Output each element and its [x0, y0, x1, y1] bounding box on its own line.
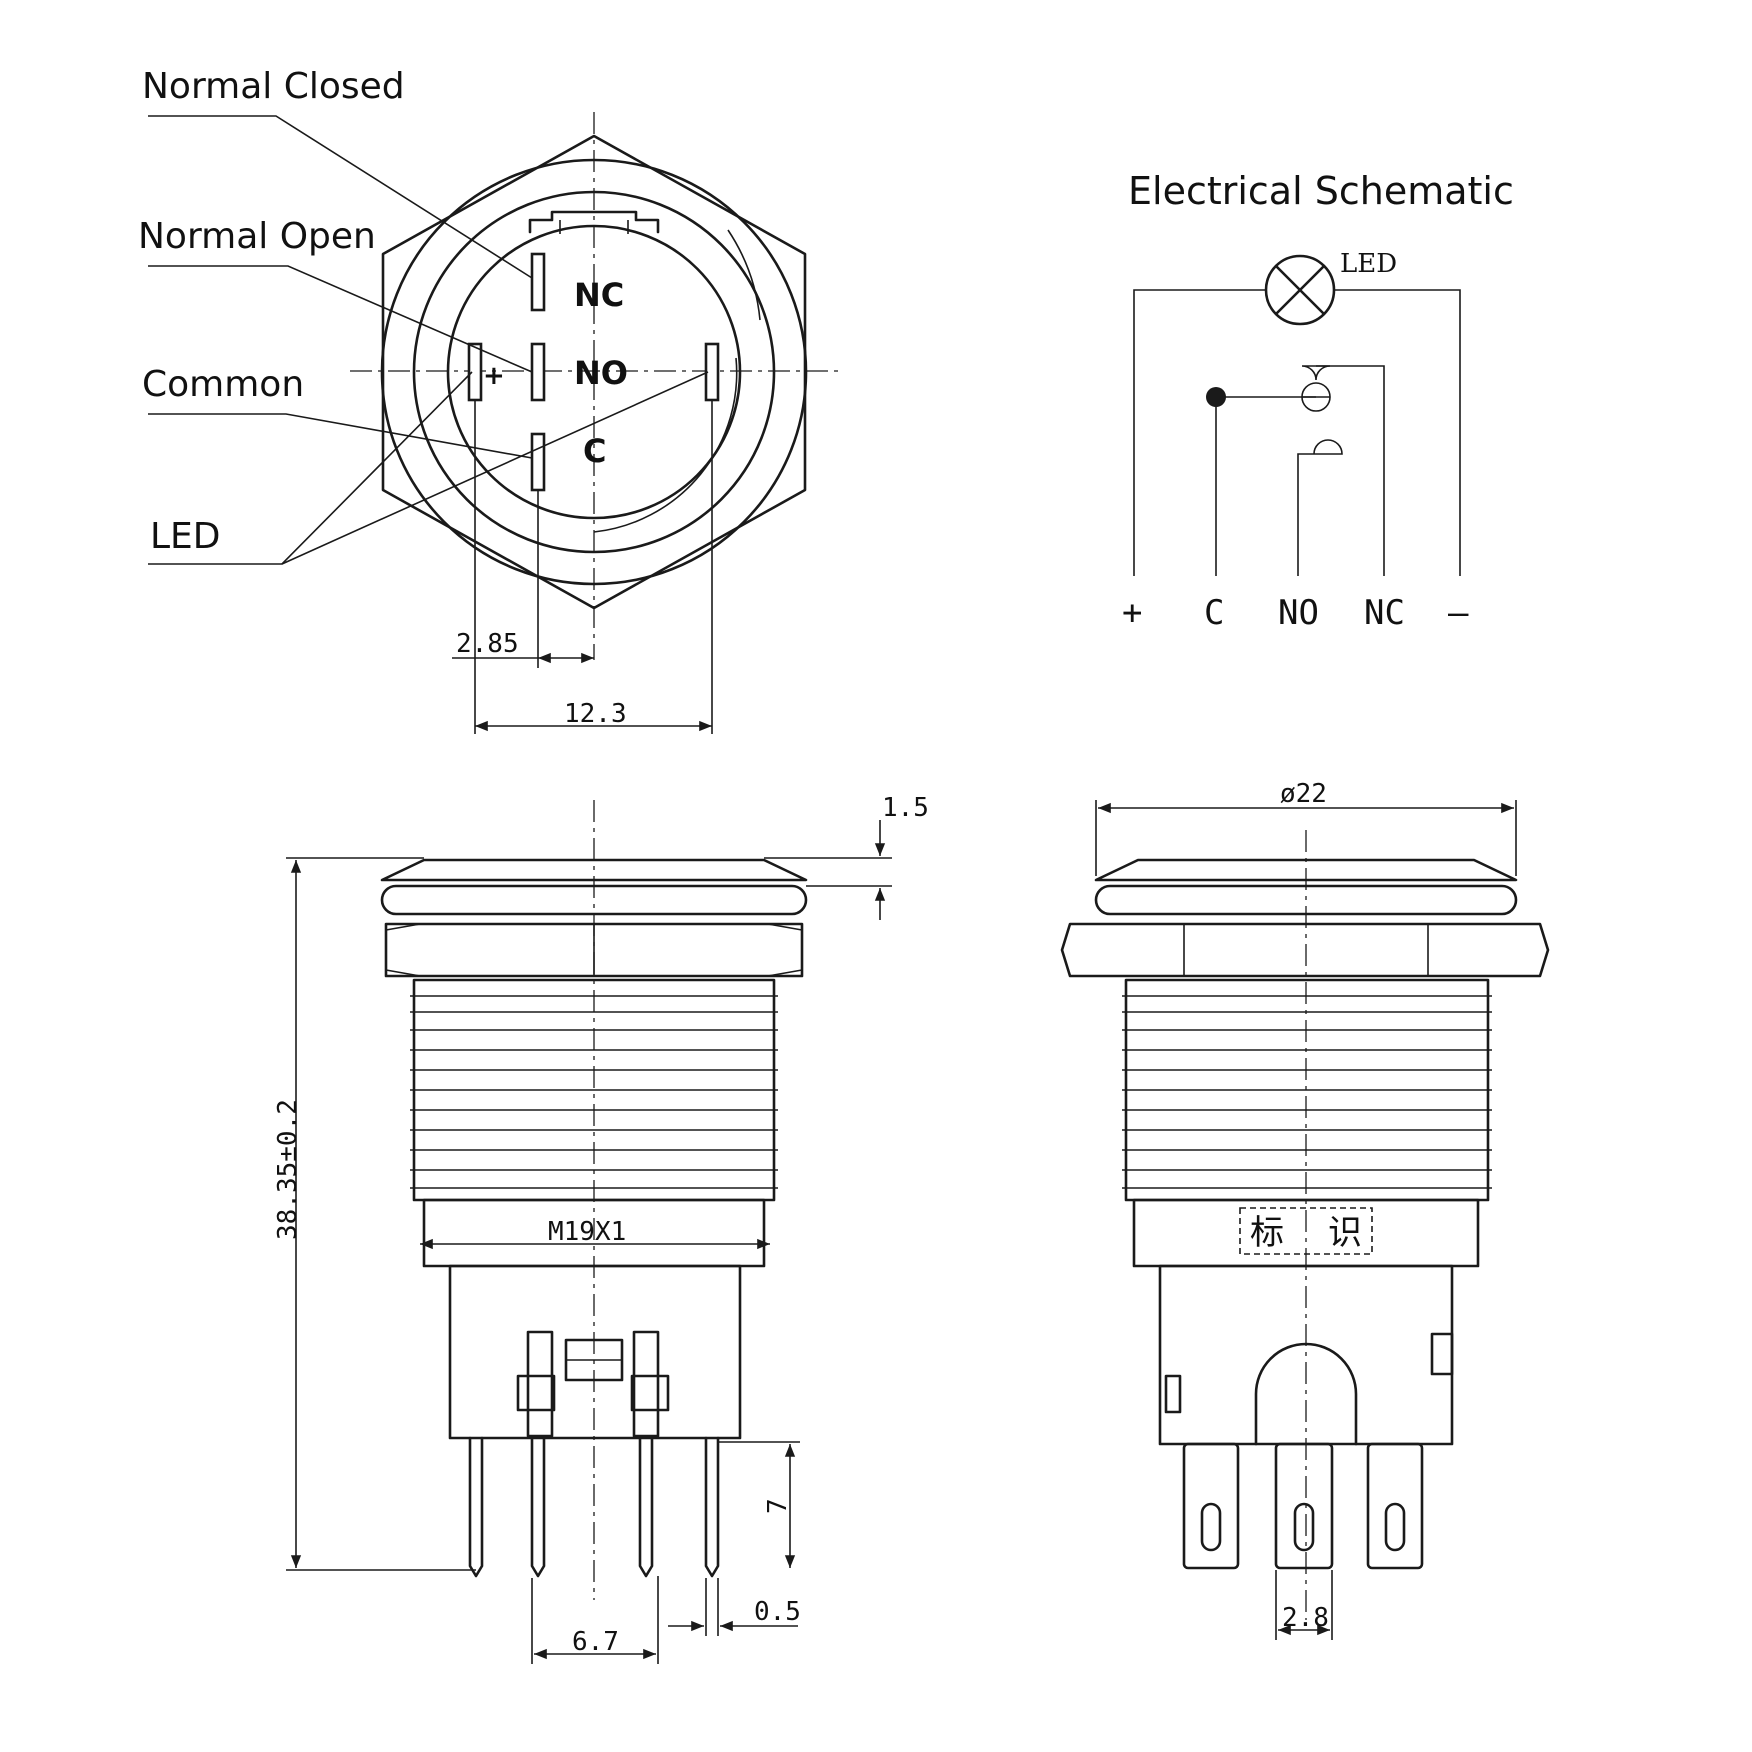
total-height-dimension: 38.35±0.2 — [273, 1099, 303, 1240]
terminal-nc: NC — [1364, 593, 1405, 633]
thread-body — [410, 978, 778, 1202]
switch-lead-2 — [638, 1436, 654, 1578]
thread-body-2 — [1122, 978, 1492, 1202]
diameter-dimension: ø22 — [1280, 779, 1327, 809]
switch-lead-1 — [530, 1436, 546, 1578]
marking-char-2: 识 — [1328, 1213, 1362, 1253]
terminal-minus: – — [1448, 593, 1469, 633]
terminal-plus: + — [1122, 593, 1142, 633]
terminal-width-dimension: 2.8 — [1282, 1603, 1329, 1633]
schematic-led-label: LED — [1340, 249, 1397, 279]
c-pin — [530, 432, 546, 492]
led-plus-lead — [468, 1436, 484, 1578]
pin-spacing-dimension: 6.7 — [572, 1627, 619, 1657]
hex-nut-outline — [381, 134, 807, 610]
pin-length-dimension: 7 — [763, 1498, 793, 1514]
pin-offset-dimension: 2.85 — [456, 629, 519, 659]
no-pin — [530, 342, 546, 402]
no-pin-label: NO — [574, 354, 628, 392]
side-view-front: M19X1 38.35±0.2 1.5 7 6.7 — [273, 793, 929, 1664]
terminal-right — [1366, 1442, 1424, 1570]
thread-dimension: M19X1 — [548, 1217, 626, 1247]
terminal-bridge — [1254, 1342, 1358, 1446]
actuator-cap-2 — [1094, 858, 1518, 882]
normal-open-callout: Normal Open — [138, 216, 376, 257]
middle-ring — [412, 190, 776, 554]
pin-span-dimension: 12.3 — [564, 699, 627, 729]
led-plus-pin — [467, 342, 483, 402]
inner-face — [446, 224, 742, 520]
side-view-rotated: ø22 标 识 — [1060, 779, 1550, 1640]
c-pin-label: C — [583, 432, 606, 470]
rear-view: NC NO C + Normal Closed Normal Open Comm… — [138, 66, 840, 734]
schematic-title: Electrical Schematic — [1128, 169, 1514, 213]
actuator-cap — [380, 858, 808, 882]
terminal-center — [1274, 1442, 1334, 1570]
plus-pin-label: + — [483, 361, 505, 391]
pin-thickness-dimension: 0.5 — [754, 1597, 801, 1627]
outer-ring — [380, 158, 808, 586]
marking-char-1: 标 — [1250, 1213, 1284, 1253]
terminal-left — [1182, 1442, 1240, 1570]
hex-nut-side-2 — [1060, 922, 1550, 978]
common-callout: Common — [142, 364, 304, 405]
sealing-ring-2 — [1094, 884, 1518, 916]
normal-closed-callout: Normal Closed — [142, 66, 405, 107]
led-callout: LED — [150, 516, 221, 557]
ring-height-dimension: 1.5 — [882, 793, 929, 823]
led-minus-lead — [704, 1436, 720, 1578]
nc-pin — [530, 252, 546, 312]
marking-box — [1239, 1207, 1373, 1255]
electrical-schematic: Electrical Schematic LED + C NO NC – — [1122, 169, 1514, 633]
terminal-no: NO — [1278, 593, 1319, 633]
nc-pin-label: NC — [574, 276, 624, 314]
switch-housing — [448, 1264, 742, 1440]
terminal-c: C — [1204, 593, 1224, 633]
sealing-ring — [380, 884, 808, 916]
